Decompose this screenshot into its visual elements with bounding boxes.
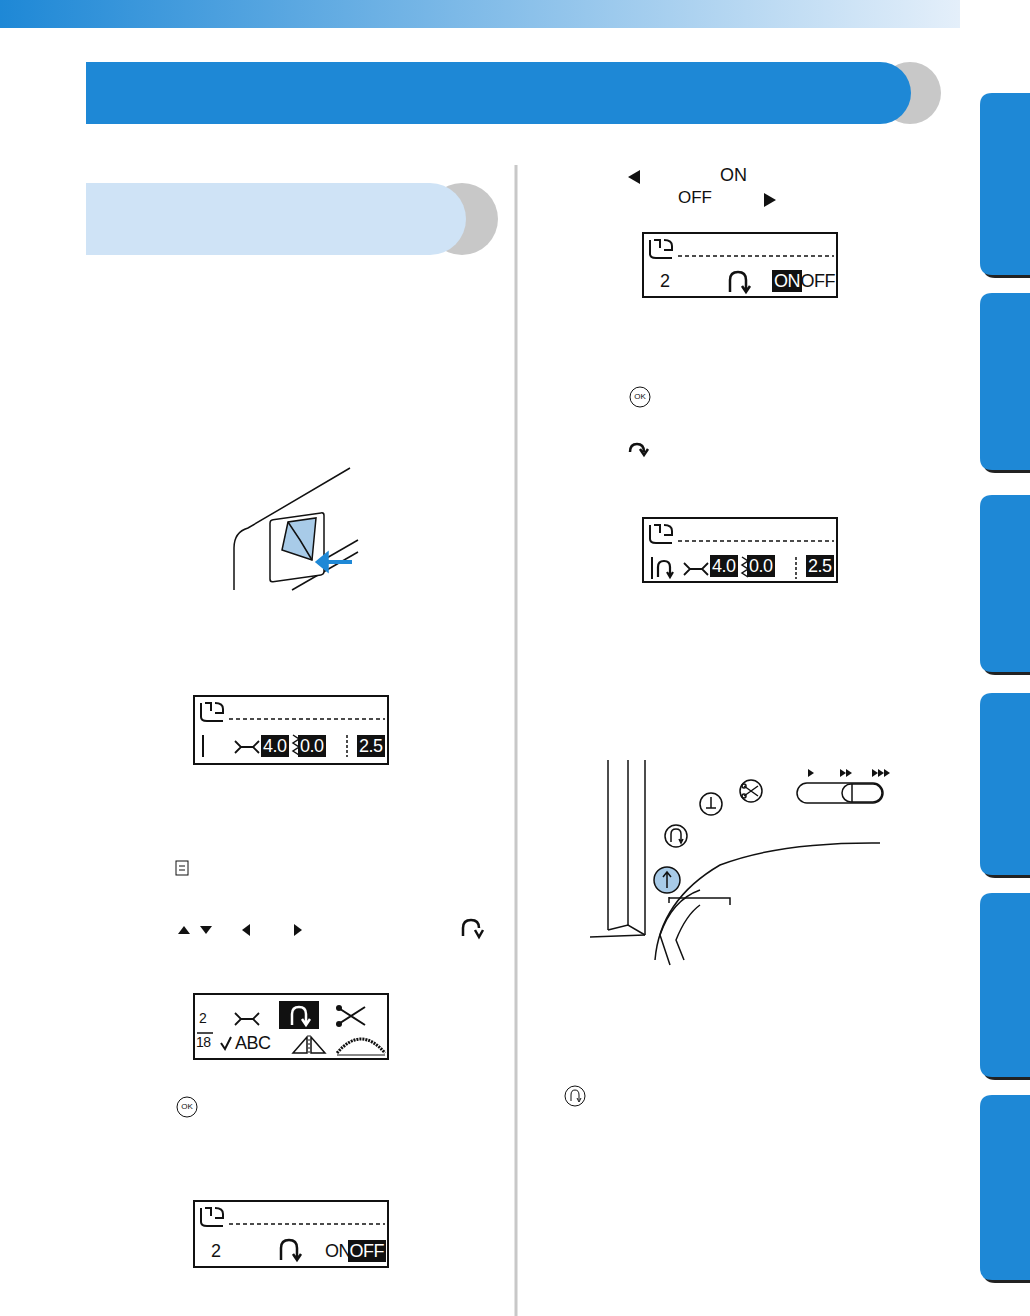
menu-icon: [176, 861, 188, 875]
lcd-text: 4.0: [261, 735, 289, 757]
reverse-button-icon: [565, 1086, 585, 1106]
lcd-screen: 2 ONOFF: [642, 232, 838, 298]
lcd-text: 2.5: [357, 735, 385, 757]
lcd-text: 18: [196, 1033, 211, 1051]
panel-buttons: [654, 780, 883, 905]
lcd-text: ABC: [235, 1032, 271, 1054]
reverse-icon: [463, 920, 483, 937]
left-arrow-icon: [628, 170, 640, 184]
lcd-text: 2.5: [806, 555, 834, 577]
on-label: ON: [720, 165, 747, 185]
section-banner: [86, 183, 498, 255]
off-label: OFF: [678, 188, 712, 207]
reverse-icon: [630, 444, 648, 455]
ok-button-icon: [177, 1097, 197, 1117]
lcd-text: 4.0: [710, 555, 738, 577]
lcd-icons: [195, 995, 387, 1058]
lcd-text: 2: [211, 1240, 221, 1262]
lcd-text: 0.0: [747, 555, 775, 577]
column-divider: [515, 165, 518, 1316]
lcd-text: ON: [772, 270, 802, 292]
cursor-keys: [178, 924, 302, 936]
right-arrow-icon: [764, 193, 776, 207]
top-bar: [0, 0, 960, 28]
lcd-text: 2: [199, 1009, 206, 1027]
lcd-screen: 4.0 0.0 2.5: [642, 517, 838, 583]
title-banner: [86, 62, 941, 124]
ok-button-icon: [630, 387, 650, 407]
lcd-text: OFF: [801, 270, 836, 292]
lcd-text: 0.0: [298, 735, 326, 757]
ok-button-label: OK: [634, 392, 646, 402]
power-switch: [234, 468, 358, 590]
lcd-text: OFF: [348, 1240, 387, 1262]
side-tabs: [980, 93, 1030, 1283]
lcd-text: 2: [660, 270, 670, 292]
lcd-screen: 2ONOFF: [193, 1200, 389, 1268]
ok-button-label: OK: [181, 1102, 193, 1112]
speed-marks: [808, 769, 890, 777]
lcd-screen: 2 18 ABC: [193, 993, 389, 1060]
lcd-screen: 4.0 0.0 2.5: [193, 695, 389, 765]
